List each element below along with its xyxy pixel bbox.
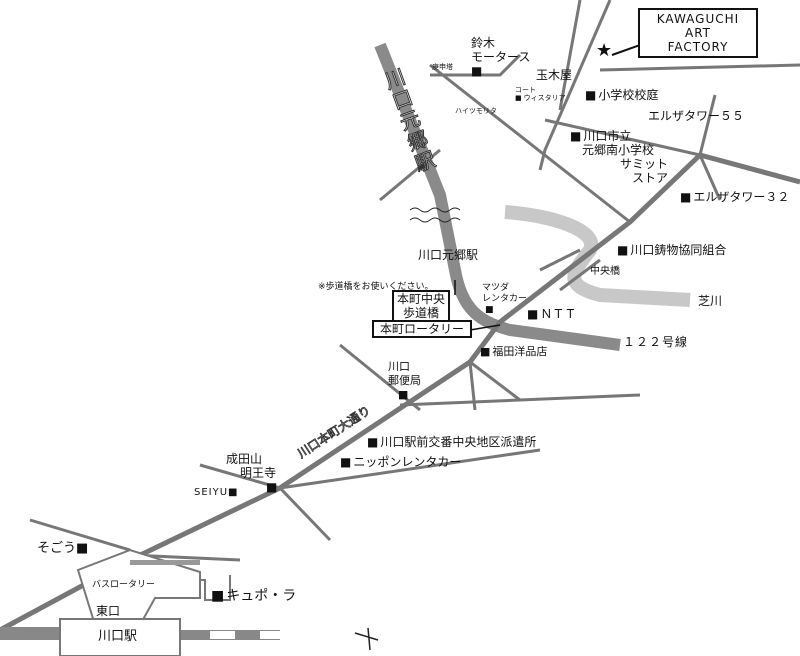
- nippon-rent-label: ニッポンレンタカー: [340, 455, 461, 469]
- sogo-label: そごう■: [37, 541, 89, 556]
- kawaguchi-station-label: 川口駅: [98, 629, 138, 644]
- shiba-river-label: 芝川: [698, 294, 723, 308]
- imono-cooperative-label: 川口鋳物協同組合: [617, 243, 726, 257]
- tamakiya-label: 玉木屋: [536, 68, 573, 82]
- fukuda-store-label: 福田洋品店: [480, 345, 547, 359]
- summit-store-label: サミットストア: [620, 157, 669, 185]
- school-garden-label: 小学校校庭: [585, 88, 658, 102]
- mazda-rent-label: マツダレンタカー: [482, 283, 527, 316]
- footbridge-box: 本町中央歩道橋: [392, 290, 450, 322]
- chuo-bridge-label: 中央橋: [590, 266, 620, 277]
- motogo-station-label: 川口元郷駅: [418, 248, 479, 262]
- star-icon: ★: [596, 40, 613, 61]
- subway-line: [374, 42, 621, 351]
- ntt-label: ＮＴＴ: [527, 307, 576, 321]
- east-exit-label: 東口: [96, 604, 121, 618]
- side-roads: [29, 0, 800, 562]
- kawaguchi-art-factory-label: KAWAGUCHI ART FACTORY: [638, 8, 758, 58]
- elza-tower-55-label: エルザタワー５５: [648, 109, 745, 123]
- suzuki-motors-label: 鈴木モータース: [471, 36, 530, 78]
- seiyu-label: SEIYU■: [194, 487, 239, 498]
- court-wistaria-label: コートウィスタリア: [515, 86, 566, 102]
- elza-tower-32-label: エルザタワー３２: [680, 190, 789, 204]
- koshinto-label: 庚申塔: [432, 63, 453, 71]
- footbridge-note: ※歩道橋をお使いください。: [318, 282, 434, 292]
- route-122-label: １２２号線: [623, 335, 689, 349]
- kawaguchi-station-building: [59, 618, 181, 656]
- police-box-label: 川口駅前交番中央地区派遣所: [367, 435, 536, 449]
- post-office-label: 川口郵便局: [388, 360, 421, 402]
- main-avenue: [0, 152, 800, 633]
- north-arrow-icon: [354, 627, 379, 651]
- bus-rotary-label: バスロータリー: [92, 580, 156, 590]
- cupola-label: キュポ・ラ: [211, 589, 296, 603]
- rotary-box: 本町ロータリー: [372, 320, 472, 338]
- naritasan-label: 成田山明王寺: [226, 452, 279, 494]
- heights-morita-label: ハイツモリタ: [455, 107, 497, 115]
